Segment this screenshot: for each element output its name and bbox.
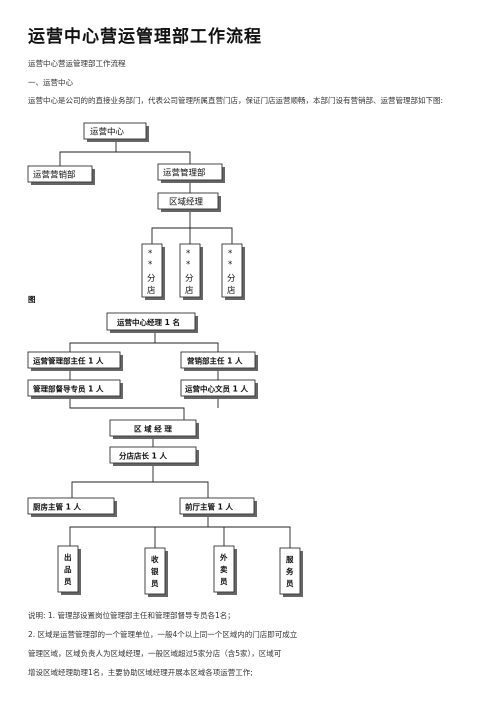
chart1-right-label: 运营管理部 <box>163 168 206 179</box>
svg-text:店: 店 <box>185 285 194 296</box>
svg-text:分: 分 <box>227 274 236 284</box>
note-line-1: 说明: 1. 管理部设置岗位管理部主任和管理部督导专员各1名； <box>28 611 235 620</box>
chart2-l2-box: 管理部督导专员 1 人 <box>27 379 123 399</box>
chart2-store-mgr-box: 分店店长 1 人 <box>109 446 199 466</box>
svg-text:出: 出 <box>64 552 72 562</box>
chart1-right-box: 运营管理部 <box>157 163 225 183</box>
svg-text:员: 员 <box>220 577 228 586</box>
svg-text:务: 务 <box>286 566 294 576</box>
chart2-root-box: 运营中心经理 1 名 <box>106 312 198 333</box>
chart2-kitchen-box: 厨房主管 1 人 <box>27 497 117 517</box>
chart2-front-box: 前厅主管 1 人 <box>179 497 257 517</box>
chart1-root-box: 运营中心 <box>83 122 149 142</box>
chart2-lines <box>69 330 291 548</box>
note-line-3: 管理区域，区域负责人为区域经理，一般区域超过5家分店（含5家），区域可 <box>28 649 282 658</box>
chart1-mid-label: 区域经理 <box>169 197 204 208</box>
chart2-l1-label: 运营管理部主任 1 人 <box>33 356 104 366</box>
svg-text:卖: 卖 <box>220 564 228 574</box>
chart2-l1-box: 运营管理部主任 1 人 <box>27 351 123 371</box>
svg-text:银: 银 <box>151 566 159 576</box>
svg-text:分: 分 <box>185 274 194 284</box>
doc-subtitle: 运营中心营运管理部工作流程 <box>28 59 126 68</box>
svg-text:员: 员 <box>64 577 72 586</box>
chart2-r2-box: 运营中心文员 1 人 <box>180 379 258 399</box>
chart1-store-box-2: * * 分 店 <box>179 243 203 300</box>
chart2-r1-box: 营销部主任 1 人 <box>180 351 258 371</box>
page-title: 运营中心营运管理部工作流程 <box>28 27 262 47</box>
figure-label: 图 <box>28 295 36 304</box>
svg-text:店: 店 <box>147 285 156 296</box>
chart2-leaf-box-1: 出 品 员 <box>57 545 81 595</box>
svg-text:服: 服 <box>286 555 294 564</box>
chart2-front-label: 前厅主管 1 人 <box>185 502 233 512</box>
svg-text:*: * <box>186 249 190 259</box>
chart1-lines <box>59 137 233 244</box>
note-line-4: 增设区域经理助理1名，主要协助区域经理开展本区域各项运营工作; <box>28 668 253 677</box>
chart2-r2-label: 运营中心文员 1 人 <box>185 384 248 394</box>
svg-text:分: 分 <box>147 274 156 284</box>
chart1-left-label: 运营营销部 <box>33 170 76 181</box>
chart1-store-box-1: * * 分 店 <box>141 243 165 300</box>
svg-text:*: * <box>228 260 232 270</box>
svg-text:*: * <box>186 260 190 270</box>
chart2-leaf-box-4: 服 务 员 <box>279 547 303 597</box>
chart2-store-mgr-label: 分店店长 1 人 <box>119 451 167 461</box>
svg-text:*: * <box>228 249 232 259</box>
svg-text:*: * <box>148 249 152 259</box>
chart1-mid-box: 区域经理 <box>157 192 221 212</box>
chart2-area-box: 区 域 经 理 <box>109 419 199 439</box>
svg-text:收: 收 <box>151 554 159 564</box>
chart1-store-box-3: * * 分 店 <box>221 243 245 300</box>
chart1-left-box: 运营营销部 <box>27 165 95 185</box>
chart1-root-label: 运营中心 <box>90 127 125 138</box>
svg-text:店: 店 <box>227 285 236 296</box>
chart2-l2-label: 管理部督导专员 1 人 <box>33 384 104 394</box>
chart2-root-label: 运营中心经理 1 名 <box>117 317 180 327</box>
svg-text:外: 外 <box>220 552 228 562</box>
chart2-leaf-box-2: 收 银 员 <box>144 547 168 597</box>
intro-paragraph: 运营中心是公司的的直接业务部门，代表公司管理所属直营门店，保证门店运营顺畅，本部… <box>28 96 444 105</box>
chart2-kitchen-label: 厨房主管 1 人 <box>33 502 81 512</box>
svg-text:*: * <box>148 260 152 270</box>
chart2-r1-label: 营销部主任 1 人 <box>187 356 243 366</box>
svg-text:品: 品 <box>64 565 72 574</box>
chart2-area-label: 区 域 经 理 <box>134 424 172 434</box>
note-line-2: 2. 区域是运营管理部的一个管理单位，一般4个以上同一个区域内的门店即可成立 <box>28 630 298 639</box>
svg-text:员: 员 <box>286 579 294 588</box>
chart2-leaf-box-3: 外 卖 员 <box>213 545 237 595</box>
svg-text:员: 员 <box>151 579 159 588</box>
section-heading: 一、运营中心 <box>28 78 73 87</box>
